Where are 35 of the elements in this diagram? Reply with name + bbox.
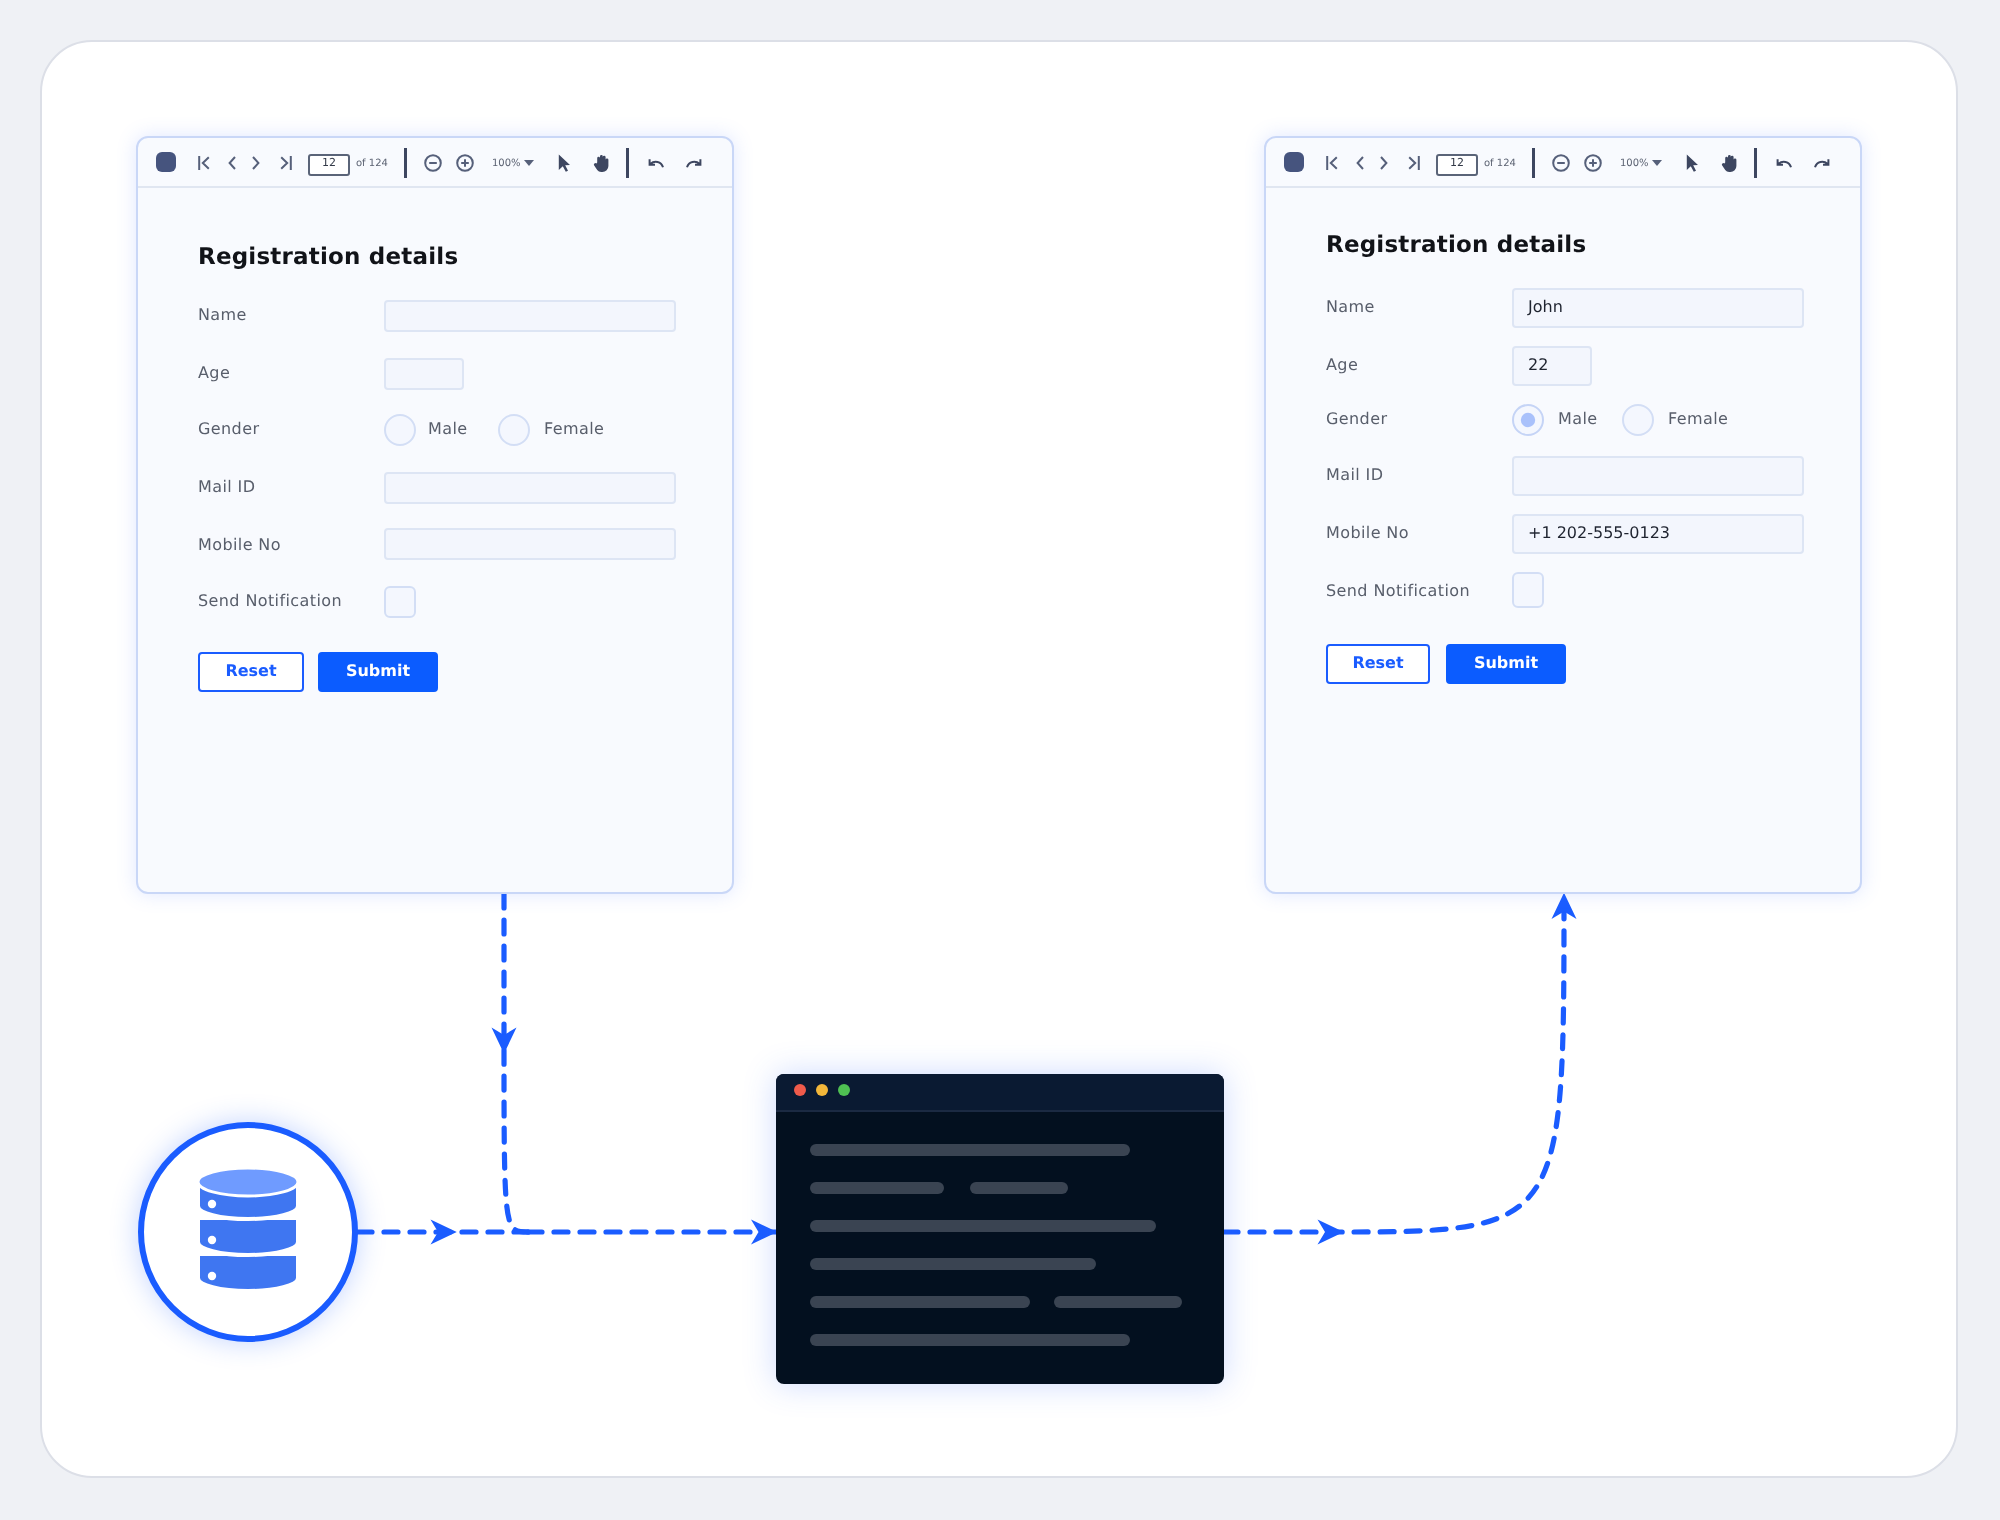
field-label: Mobile No (1326, 524, 1409, 544)
field-label: Send Notification (1326, 582, 1470, 602)
dashed-arrow (525, 1219, 779, 1245)
submit-button: Submit (1446, 644, 1566, 684)
reset-button: Reset (1326, 644, 1430, 684)
field-label: Mobile No (198, 536, 281, 556)
field-label: Age (198, 364, 231, 384)
input-field: 22 (1512, 346, 1592, 386)
input-field (384, 528, 676, 560)
field-label: Name (198, 306, 247, 326)
input-field: +1 202-555-0123 (1512, 514, 1804, 554)
input-field (384, 472, 676, 504)
option-label: Male (1558, 410, 1598, 430)
code-editor-window (776, 1074, 1224, 1384)
form-heading: Registration details (1326, 232, 1587, 260)
dashed-arrow (1221, 891, 1577, 1245)
option-label: Female (544, 420, 605, 440)
field-label: Mail ID (198, 478, 256, 498)
field-label: Mail ID (1326, 466, 1384, 486)
document-viewer-window (136, 136, 734, 894)
option-label: Male (428, 420, 468, 440)
field-label: Name (1326, 298, 1375, 318)
field-label: Age (1326, 356, 1359, 376)
option-label: Female (1668, 410, 1729, 430)
input-field (384, 300, 676, 332)
submit-button: Submit (318, 652, 438, 692)
field-label: Gender (198, 420, 260, 440)
reset-button: Reset (198, 652, 304, 692)
document-viewer-window (1264, 136, 1862, 894)
field-label: Gender (1326, 410, 1388, 430)
field-label: Send Notification (198, 592, 342, 612)
form-heading: Registration details (198, 244, 459, 272)
input-field (384, 358, 464, 390)
input-field: John (1512, 288, 1804, 328)
input-field (1512, 456, 1804, 496)
